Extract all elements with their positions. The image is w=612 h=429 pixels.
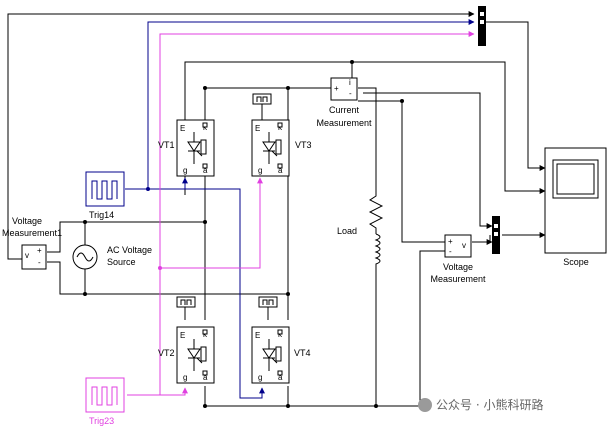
vt1-block-port-a: a xyxy=(203,166,208,175)
wire-ac-bottom xyxy=(84,268,288,295)
trig23-wires xyxy=(127,31,475,396)
gate-const-vt4[interactable] xyxy=(258,296,278,308)
wire-vmeas1-to-mux xyxy=(7,11,475,260)
wire-trig23-to-vt2 xyxy=(160,387,188,396)
thyristor-blocks: EkgaEkgaEkgaEkga xyxy=(176,119,290,384)
vt2-block-port-g: g xyxy=(183,373,187,382)
scope-label: Scope xyxy=(563,257,589,267)
vt2-block-port-e: E xyxy=(180,331,185,340)
vt2-block[interactable]: Ekga xyxy=(176,326,215,384)
wire-ac-top xyxy=(84,221,205,245)
vt3-block-port-g: g xyxy=(258,166,262,175)
mux-top[interactable] xyxy=(478,6,486,46)
wire-bottom-bus xyxy=(204,386,430,407)
load-block[interactable] xyxy=(368,182,384,268)
watermark-text: 公众号 · 小熊科研路 xyxy=(436,398,544,412)
vt3-block-port-a: a xyxy=(278,166,283,175)
vt1-block[interactable]: Ekga xyxy=(176,119,215,177)
trig14-label: Trig14 xyxy=(89,210,115,220)
wire-trig14-to-vt1 xyxy=(148,177,188,190)
vm-port-minus: - xyxy=(449,247,452,256)
wire-vm1-bottom xyxy=(47,261,85,295)
wire-i-to-mux xyxy=(363,92,493,229)
wire-trig14-to-vt4 xyxy=(148,188,265,399)
cm-port-i: i xyxy=(349,78,351,87)
voltage-meas1-label-1: Voltage xyxy=(12,216,43,226)
cm-port-minus: - xyxy=(349,89,352,98)
ac-source-label-2: Source xyxy=(107,257,136,267)
vt2-block-port-a: a xyxy=(203,373,208,382)
vt2-label: VT2 xyxy=(158,348,175,358)
vt1-label: VT1 xyxy=(158,140,175,150)
wire-vm1-top xyxy=(47,221,85,253)
cm-port-plus: + xyxy=(334,84,339,93)
voltage-measurement-block[interactable] xyxy=(444,234,472,258)
vt3-label: VT3 xyxy=(295,140,312,150)
wechat-icon xyxy=(418,397,432,412)
wire-vm-plus xyxy=(358,100,445,243)
current-measurement-block[interactable] xyxy=(330,77,358,101)
wire-trig14-to-mux xyxy=(125,19,475,190)
black-wires xyxy=(7,11,546,407)
vt4-block[interactable]: Ekga xyxy=(251,326,290,384)
wire-cm-to-load xyxy=(358,87,377,182)
vt4-label: VT4 xyxy=(294,348,311,358)
vt4-block-port-e: E xyxy=(255,331,260,340)
wire-trig23-to-mux xyxy=(127,31,475,396)
vm1-port-minus: - xyxy=(38,258,41,267)
wire-vm-minus xyxy=(419,250,445,406)
vm-port-plus: + xyxy=(448,237,453,246)
voltage-measurement1-block[interactable] xyxy=(21,244,47,270)
wire-current-to-scope xyxy=(351,61,546,194)
ac-source[interactable] xyxy=(72,244,98,270)
trig14-block[interactable] xyxy=(85,171,125,207)
vt4-block-port-g: g xyxy=(258,373,262,382)
trig23-block[interactable] xyxy=(85,377,125,413)
wire-mux-to-scope-top xyxy=(486,21,546,171)
current-meas-label-1: Current xyxy=(328,105,360,115)
wire-trig23-to-vt3 xyxy=(160,177,263,269)
gate-const-vt2[interactable] xyxy=(176,296,196,308)
vt1-block-port-g: g xyxy=(183,166,187,175)
vt4-block-port-a: a xyxy=(278,373,283,382)
wire-vm-out xyxy=(472,235,491,243)
trig23-label: Trig23 xyxy=(89,416,115,426)
voltage-meas1-label-2: Measurement1 xyxy=(2,228,63,238)
vm1-port-v: v xyxy=(25,251,29,260)
current-meas-label-2: Measurement xyxy=(316,118,372,128)
vm1-port-plus: + xyxy=(37,246,42,255)
gate-const-vt3[interactable] xyxy=(252,93,272,105)
vt3-block[interactable]: Ekga xyxy=(251,119,290,177)
load-label: Load xyxy=(337,226,358,236)
watermark: 公众号 · 小熊科研路 xyxy=(418,396,543,413)
ac-source-label-1: AC Voltage xyxy=(107,245,153,255)
voltage-meas-label-2: Measurement xyxy=(430,274,486,284)
junction-dots xyxy=(83,60,404,408)
scope-block[interactable] xyxy=(544,147,607,254)
vt1-block-port-e: E xyxy=(180,124,185,133)
vm-port-v: v xyxy=(462,241,466,250)
wire-top-bus xyxy=(184,61,352,120)
vt3-block-port-e: E xyxy=(255,124,260,133)
voltage-meas-label-1: Voltage xyxy=(442,262,474,272)
